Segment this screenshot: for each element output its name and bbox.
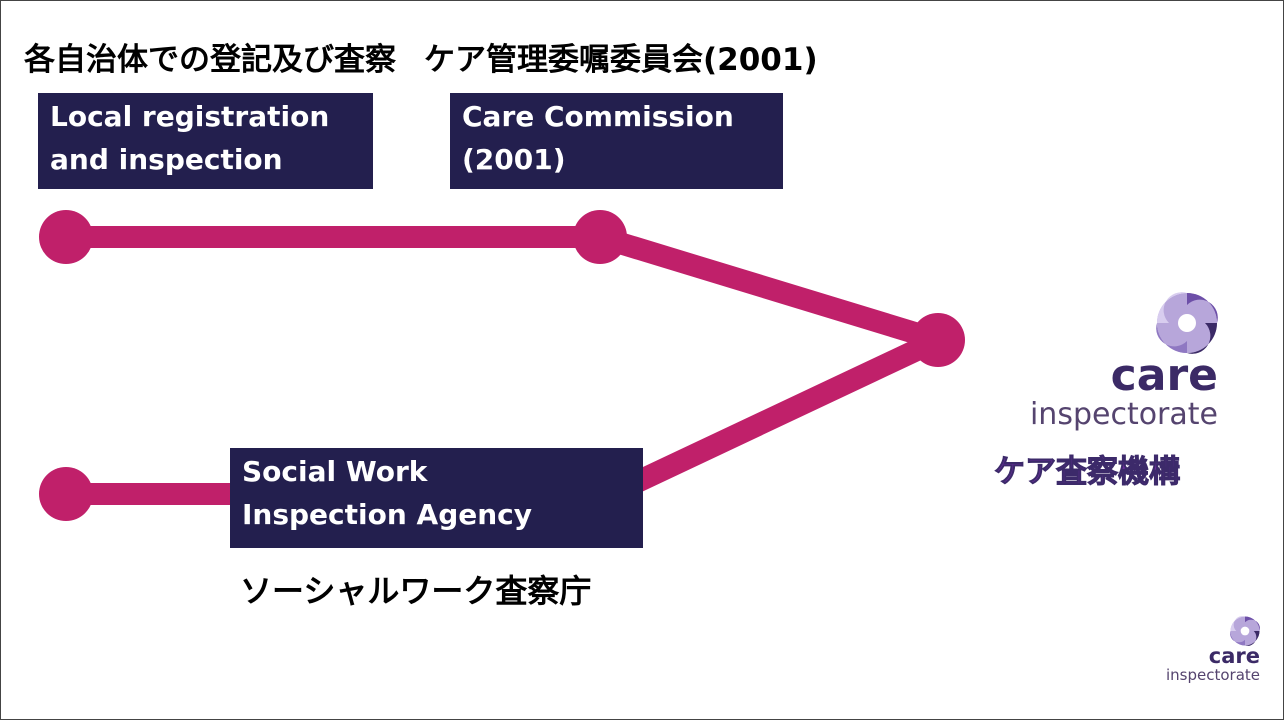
swia-line1: Social Work bbox=[242, 455, 428, 488]
slide-title: 各自治体での登記及び査察ケア管理委嘱委員会(2001) bbox=[24, 34, 818, 79]
care-commission-line1: Care Commission bbox=[462, 100, 734, 133]
node-care-commission bbox=[573, 210, 627, 264]
swirl-logo-icon bbox=[1156, 292, 1218, 354]
care-inspectorate-japanese-label: ケア査察機構 bbox=[994, 454, 1181, 491]
label-box-care-commission: Care Commission (2001) bbox=[450, 93, 783, 189]
local-line1: Local registration bbox=[50, 100, 330, 133]
timeline-line-swia-to-ci bbox=[609, 329, 949, 501]
swia-japanese-label: ソーシャルワーク査察庁 bbox=[240, 572, 592, 610]
care-inspectorate-logo-small: care inspectorate bbox=[1130, 616, 1260, 683]
logo-word-inspectorate: inspectorate bbox=[1029, 397, 1218, 432]
timeline-line-care-to-ci bbox=[589, 226, 949, 351]
care-commission-line2: (2001) bbox=[462, 143, 566, 176]
node-care-inspectorate bbox=[911, 313, 965, 367]
title-japanese-secondary: ケア管理委嘱委員会(2001) bbox=[424, 42, 818, 78]
local-line2: and inspection bbox=[50, 143, 283, 176]
logo-small-word-inspectorate: inspectorate bbox=[1165, 666, 1260, 684]
node-swia bbox=[39, 467, 93, 521]
title-japanese: 各自治体での登記及び査察 bbox=[24, 42, 396, 78]
label-box-swia: Social Work Inspection Agency bbox=[230, 448, 643, 548]
label-box-local: Local registration and inspection bbox=[38, 93, 373, 189]
care-inspectorate-logo: care inspectorate bbox=[990, 292, 1218, 430]
swia-line2: Inspection Agency bbox=[242, 498, 533, 531]
swirl-logo-small-icon bbox=[1230, 616, 1260, 646]
logo-small-word-care: care bbox=[1208, 644, 1260, 668]
node-local bbox=[39, 210, 93, 264]
logo-word-care: care bbox=[1110, 350, 1218, 401]
